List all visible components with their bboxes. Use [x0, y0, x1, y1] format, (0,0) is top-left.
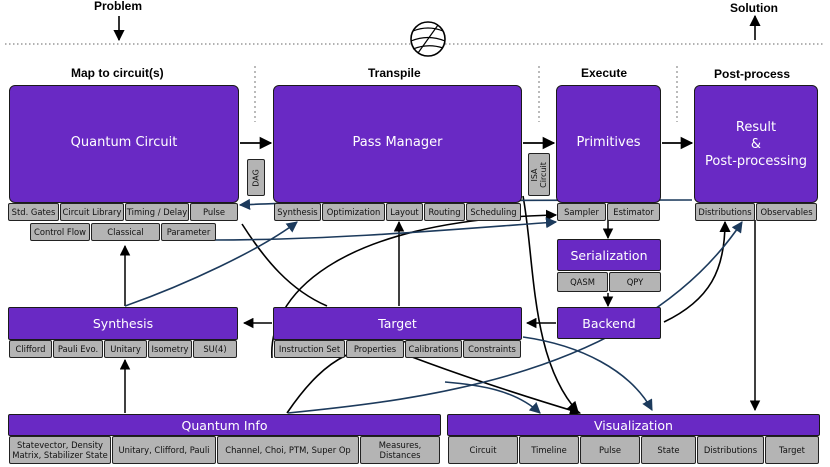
synthesis-title: Synthesis — [92, 316, 154, 331]
chip-circuit-library[interactable]: Circuit Library — [60, 203, 124, 221]
chip-qpy[interactable]: QPY — [609, 272, 661, 292]
dag-label: DAG — [251, 168, 261, 187]
result-title-line3: Post-processing — [705, 153, 807, 169]
visualization-box[interactable]: Visualization — [447, 414, 820, 436]
backend-box[interactable]: Backend — [557, 307, 661, 339]
chip-sampler[interactable]: Sampler — [557, 203, 606, 221]
stage-postprocess-header: Post-process — [714, 67, 791, 81]
stage-map-header: Map to circuit(s) — [71, 66, 164, 80]
synthesis-box[interactable]: Synthesis — [8, 307, 238, 340]
chip-viz-state[interactable]: State — [641, 436, 696, 464]
chip-viz-timeline[interactable]: Timeline — [519, 436, 579, 464]
chip-clifford[interactable]: Clifford — [9, 340, 52, 358]
chip-routing[interactable]: Routing — [424, 203, 465, 221]
serialization-box[interactable]: Serialization — [557, 239, 661, 271]
chip-observables[interactable]: Observables — [756, 203, 817, 221]
chip-su4[interactable]: SU(4) — [193, 340, 237, 358]
result-title-line1: Result — [735, 119, 777, 135]
problem-label: Problem — [94, 0, 143, 13]
stage-transpile-header: Transpile — [368, 66, 421, 80]
quantum-circuit-box[interactable]: Quantum Circuit — [9, 85, 239, 203]
chip-measures-distances[interactable]: Measures, Distances — [360, 436, 440, 464]
isa-circuit-label: ISA Circuit — [530, 161, 548, 188]
chip-viz-pulse[interactable]: Pulse — [580, 436, 640, 464]
chip-scheduling[interactable]: Scheduling — [466, 203, 521, 221]
chip-classical[interactable]: Classical — [91, 223, 160, 241]
globe-icon — [410, 21, 446, 57]
chip-estimator[interactable]: Estimator — [607, 203, 660, 221]
chip-channel-choi[interactable]: Channel, Choi, PTM, Super Op — [217, 436, 359, 464]
primitives-box[interactable]: Primitives — [556, 85, 661, 203]
isa-circuit-chip: ISA Circuit — [528, 153, 550, 196]
chip-viz-target[interactable]: Target — [765, 436, 819, 464]
result-title-line2: & — [750, 136, 762, 152]
pass-manager-box[interactable]: Pass Manager — [273, 85, 522, 203]
chip-optimization[interactable]: Optimization — [322, 203, 385, 221]
chip-timing-delay[interactable]: Timing / Delay — [125, 203, 189, 221]
target-title: Target — [378, 316, 417, 331]
chip-unitary[interactable]: Unitary — [104, 340, 147, 358]
serialization-title: Serialization — [570, 247, 648, 263]
chip-distributions[interactable]: Distributions — [695, 203, 755, 221]
chip-constraints[interactable]: Constraints — [463, 340, 521, 358]
result-postprocessing-box[interactable]: Result & Post-processing — [694, 85, 818, 203]
chip-isometry[interactable]: Isometry — [148, 340, 192, 358]
chip-instruction-set[interactable]: Instruction Set — [274, 340, 345, 358]
quantum-info-box[interactable]: Quantum Info — [8, 414, 441, 436]
solution-label: Solution — [730, 1, 778, 15]
chip-control-flow[interactable]: Control Flow — [30, 223, 90, 241]
chip-synthesis[interactable]: Synthesis — [274, 203, 321, 221]
stage-execute-header: Execute — [581, 66, 628, 80]
quantum-info-title: Quantum Info — [181, 417, 268, 433]
chip-unitary-clifford-pauli[interactable]: Unitary, Clifford, Pauli — [112, 436, 216, 464]
quantum-circuit-title: Quantum Circuit — [70, 135, 178, 150]
chip-qasm[interactable]: QASM — [557, 272, 608, 292]
chip-properties[interactable]: Properties — [346, 340, 404, 358]
pass-manager-title: Pass Manager — [352, 135, 443, 150]
chip-viz-circuit[interactable]: Circuit — [448, 436, 518, 464]
chip-layout[interactable]: Layout — [386, 203, 423, 221]
chip-parameter[interactable]: Parameter — [161, 223, 216, 241]
chip-statevector[interactable]: Statevector, Density Matrix, Stabilizer … — [9, 436, 111, 464]
primitives-title: Primitives — [576, 135, 641, 150]
chip-calibrations[interactable]: Calibrations — [405, 340, 462, 358]
target-box[interactable]: Target — [273, 307, 522, 340]
chip-pauli-evo[interactable]: Pauli Evo. — [53, 340, 103, 358]
chip-std-gates[interactable]: Std. Gates — [8, 203, 59, 221]
chip-pulse[interactable]: Pulse — [190, 203, 238, 221]
backend-title: Backend — [582, 315, 636, 331]
visualization-title: Visualization — [594, 417, 673, 433]
chip-viz-distributions[interactable]: Distributions — [697, 436, 764, 464]
dag-chip: DAG — [247, 159, 265, 196]
